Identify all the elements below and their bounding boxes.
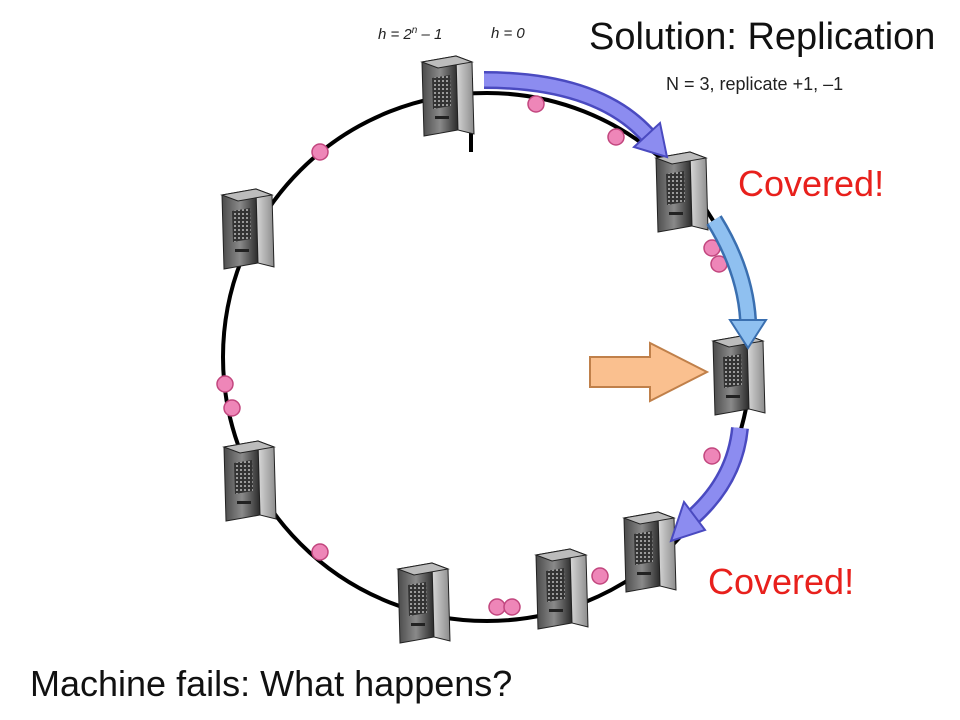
replication-arrow-3: [669, 426, 749, 543]
server-icon-bottom-right: [535, 548, 589, 630]
right-arrow-icon: [589, 341, 710, 403]
hash-max-label: h = 2n – 1: [378, 25, 443, 43]
server-icon-left-upper: [221, 188, 275, 270]
key-dot: [223, 399, 241, 417]
covered-label-lower: Covered!: [708, 561, 855, 602]
key-dot: [591, 567, 609, 585]
key-dot: [311, 143, 329, 161]
key-dot: [527, 95, 545, 113]
key-dot: [488, 598, 506, 616]
server-icon-right-failed: [712, 334, 766, 416]
server-icon-left-lower: [223, 440, 277, 522]
replication-params: N = 3, replicate +1, –1: [666, 74, 844, 94]
server-icon-bottom: [397, 562, 451, 644]
slide-title: Solution: Replication: [589, 16, 936, 58]
replication-arrow-2: [706, 215, 768, 350]
server-icon-top: [421, 55, 475, 137]
key-dot: [216, 375, 234, 393]
key-dot: [503, 598, 521, 616]
covered-label-upper: Covered!: [738, 163, 885, 204]
key-dot: [703, 447, 721, 465]
key-dots: [216, 95, 728, 616]
question-text: Machine fails: What happens?: [30, 663, 513, 704]
key-dot: [607, 128, 625, 146]
server-icon-right-upper: [655, 151, 709, 233]
key-dot: [311, 543, 329, 561]
hash-zero-label: h = 0: [491, 25, 525, 42]
server-icon-right-lower: [623, 511, 677, 593]
replication-arrow-1: [483, 71, 669, 159]
